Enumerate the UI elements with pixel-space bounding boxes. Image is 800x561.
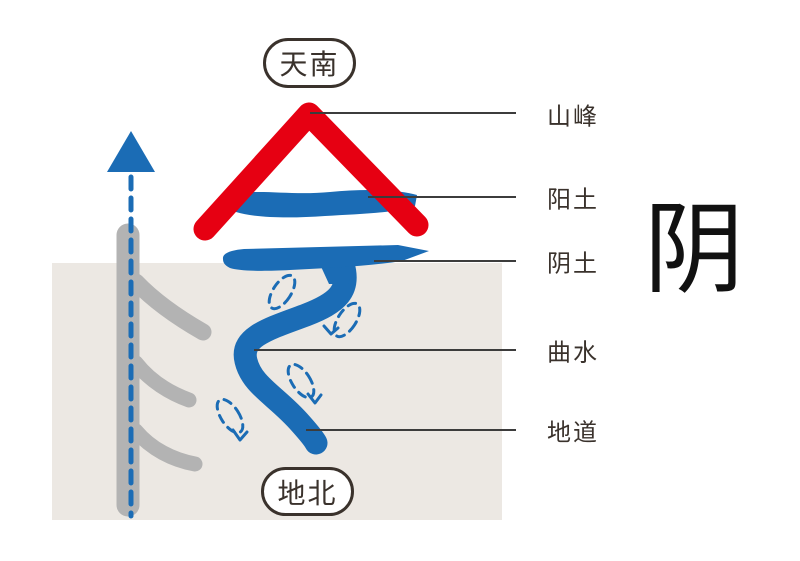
- chevron-down-icon: [306, 392, 323, 405]
- root-branch-3: [128, 423, 203, 472]
- earth-north-pill: 地北: [261, 467, 354, 516]
- yin-soil-stroke: [222, 245, 429, 271]
- sky-south-label: 天南: [279, 49, 340, 80]
- big-character-yin: 阴: [644, 191, 744, 308]
- bubble-icon-2: [332, 301, 362, 339]
- root-branch-2: [128, 355, 197, 408]
- annotation-yang-soil: 阳土: [547, 186, 599, 214]
- root-branch-1: [127, 273, 212, 341]
- annotation-yin-soil: 阴土: [547, 250, 599, 278]
- chevron-down-icon: [231, 428, 249, 442]
- annotation-winding-water: 曲水: [547, 339, 599, 367]
- chevron-down-icon: [322, 324, 340, 336]
- arrow-head: [107, 131, 155, 172]
- earth-north-label: 地北: [277, 477, 338, 509]
- sky-south-pill: 天南: [263, 38, 356, 88]
- bubble-icon-1: [267, 273, 297, 311]
- leader-lines: [254, 112, 516, 431]
- winding-water-stroke: [233, 252, 357, 455]
- gray-root-shape: [116, 223, 212, 517]
- annotation-mountain-peak: 山峰: [547, 103, 599, 131]
- mountain-peak-stroke: [193, 102, 429, 241]
- annotation-underground-passage: 地道: [547, 419, 599, 447]
- dashed-bubble-icons: [215, 273, 362, 442]
- bubble-icon-4: [215, 397, 245, 435]
- up-arrow-icon: [107, 131, 155, 519]
